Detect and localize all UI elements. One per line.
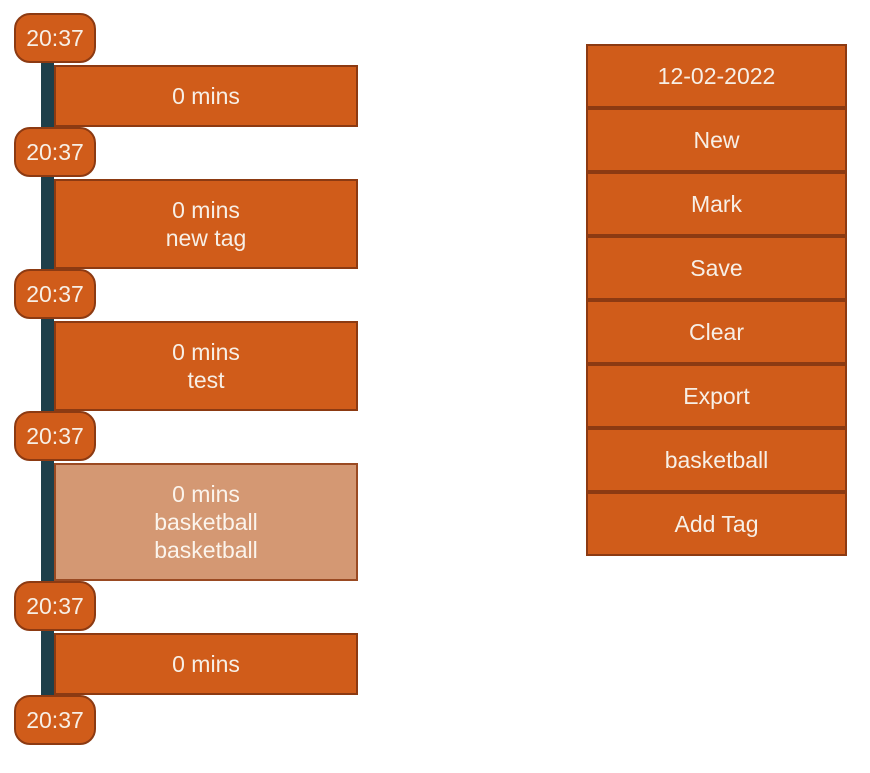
timeline-entry-selected[interactable]: 0 mins basketball basketball — [54, 463, 358, 581]
tag-select[interactable]: basketball — [586, 428, 847, 492]
save-button[interactable]: Save — [586, 236, 847, 300]
timeline-bar — [41, 63, 54, 127]
entry-tag: basketball — [154, 537, 258, 563]
entry-duration: 0 mins — [172, 481, 240, 507]
timeline-bar — [41, 631, 54, 695]
entry-tag: test — [187, 367, 225, 393]
time-badge: 20:37 — [14, 581, 96, 631]
entry-duration: 0 mins — [172, 651, 240, 677]
entry-duration: 0 mins — [172, 197, 240, 223]
export-button[interactable]: Export — [586, 364, 847, 428]
timeline-bar — [41, 319, 54, 411]
time-badge: 20:37 — [14, 127, 96, 177]
timeline-bar — [41, 177, 54, 269]
time-badge: 20:37 — [14, 269, 96, 319]
entry-duration: 0 mins — [172, 83, 240, 109]
add-tag-button[interactable]: Add Tag — [586, 492, 847, 556]
time-badge: 20:37 — [14, 411, 96, 461]
timeline-entry[interactable]: 0 mins test — [54, 321, 358, 411]
clear-button[interactable]: Clear — [586, 300, 847, 364]
time-badge: 20:37 — [14, 695, 96, 745]
mark-button[interactable]: Mark — [586, 172, 847, 236]
timeline-entry[interactable]: 0 mins — [54, 65, 358, 127]
entry-tag: basketball — [154, 509, 258, 535]
new-button[interactable]: New — [586, 108, 847, 172]
time-badge: 20:37 — [14, 13, 96, 63]
entry-tag: new tag — [165, 225, 247, 251]
date-button[interactable]: 12-02-2022 — [586, 44, 847, 108]
timeline-entry[interactable]: 0 mins new tag — [54, 179, 358, 269]
entry-duration: 0 mins — [172, 339, 240, 365]
timeline-bar — [41, 461, 54, 581]
timeline-entry[interactable]: 0 mins — [54, 633, 358, 695]
